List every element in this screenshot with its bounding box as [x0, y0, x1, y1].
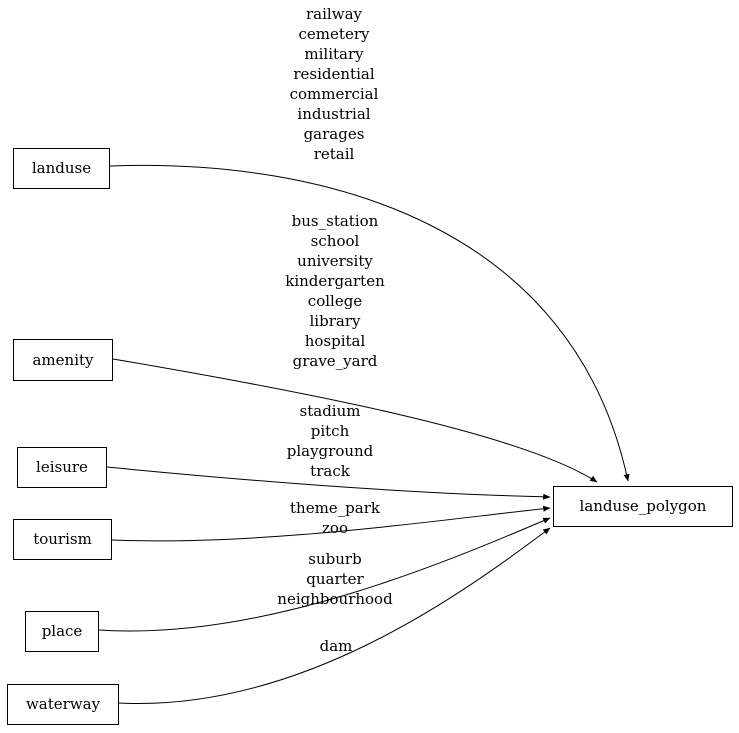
node-landuse_polygon: landuse_polygon — [553, 486, 733, 527]
edge-label-leisure: stadium pitch playground track — [286, 402, 374, 480]
node-tourism: tourism — [13, 519, 112, 560]
edge-amenity-to-landuse_polygon — [112, 358, 598, 483]
edge-label-waterway: dam — [319, 637, 353, 655]
edge-label-place: suburb quarter neighbourhood — [277, 550, 393, 608]
node-landuse: landuse — [13, 148, 110, 189]
edge-label-tourism: theme_park zoo — [290, 499, 380, 537]
edge-label-landuse: railway cemetery military residential co… — [289, 5, 379, 163]
edge-tourism-to-landuse_polygon — [111, 505, 551, 542]
edge-waterway-to-landuse_polygon — [118, 527, 551, 704]
edge-landuse-to-landuse_polygon — [109, 164, 630, 482]
edge-place-to-landuse_polygon — [98, 517, 551, 632]
node-amenity: amenity — [13, 339, 113, 381]
edge-leisure-to-landuse_polygon — [106, 466, 551, 500]
node-waterway: waterway — [7, 684, 119, 725]
edge-label-amenity: bus_station school university kindergart… — [285, 212, 385, 370]
node-leisure: leisure — [17, 447, 107, 488]
node-place: place — [25, 611, 99, 652]
